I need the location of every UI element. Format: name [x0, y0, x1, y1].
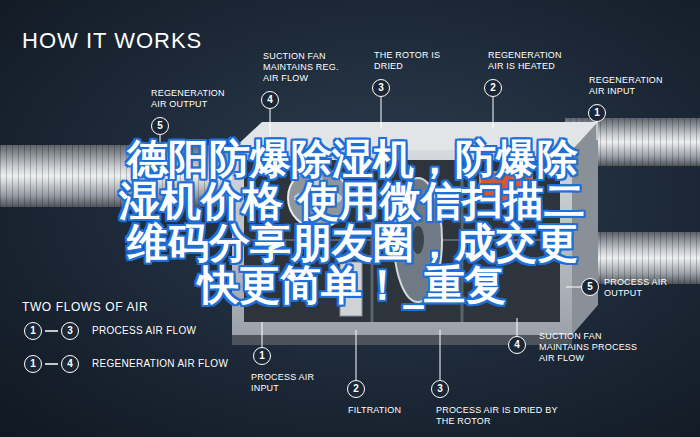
callout-circle: 1 — [24, 355, 42, 373]
callout-circle: REGENERATION AIR IS HEATED2 — [484, 79, 502, 97]
callout-number: 4 — [62, 356, 78, 371]
duct-ribs — [590, 232, 700, 284]
leader-line — [356, 330, 357, 380]
legend-dash — [45, 331, 58, 332]
callout-circle: 4 — [61, 355, 79, 373]
callout-number: 4 — [509, 337, 525, 352]
callout-caption: SUCTION FAN MAINTAINS PROCESS AIR FLOW — [539, 331, 651, 364]
connector-line — [45, 330, 58, 332]
callout-number: 2 — [348, 381, 364, 396]
callout-circle: 2FILTRATION — [347, 380, 365, 398]
leader-line — [517, 318, 518, 336]
callout-circle: THE ROTOR IS DRIED3 — [372, 79, 390, 97]
callout-caption: FILTRATION — [348, 405, 428, 416]
leader-line — [493, 97, 494, 128]
legend-dash — [45, 364, 58, 365]
callout-number: 5 — [582, 279, 598, 294]
callout-circle: 3PROCESS AIR IS DRIED BY THE ROTOR — [431, 380, 449, 398]
callout-number: 1 — [589, 105, 605, 120]
callout-caption: PROCESS AIR IS DRIED BY THE ROTOR — [436, 405, 566, 427]
right-lower-duct — [590, 232, 700, 284]
callout-circle: 1 — [24, 322, 42, 340]
callout-number: 3 — [62, 323, 78, 338]
legend-heading: TWO FLOWS OF AIR — [22, 300, 148, 314]
leader-line — [381, 97, 382, 128]
leader-line — [440, 330, 441, 380]
callout-circle: SUCTION FAN MAINTAINS REG. AIR FLOW4 — [261, 91, 279, 109]
connector-line — [45, 363, 58, 365]
watermark-text: 德阳防爆除湿机，防爆除湿机价格 使用微信扫描二维码分享朋友圈，成交更快更简单！_… — [117, 138, 587, 306]
callout-number: 5 — [152, 118, 168, 133]
callout-number: 3 — [373, 80, 389, 95]
callout-circle: REGENERATION AIR INPUT1 — [588, 104, 606, 122]
callout-circle: 1PROCESS AIR INPUT — [253, 347, 271, 365]
legend-text: PROCESS AIR FLOW — [92, 325, 196, 336]
callout-caption: REGENERATION AIR IS HEATED — [488, 50, 576, 72]
callout-caption: SUCTION FAN MAINTAINS REG. AIR FLOW — [263, 51, 347, 84]
callout-caption: THE ROTOR IS DRIED — [374, 50, 444, 72]
callout-number: 2 — [485, 80, 501, 95]
callout-circle: 5PROCESS AIR OUTPUT — [581, 278, 599, 296]
callout-circle: 4SUCTION FAN MAINTAINS PROCESS AIR FLOW — [508, 336, 526, 354]
callout-circle: 3 — [61, 322, 79, 340]
callout-number: 1 — [254, 348, 270, 363]
callout-number: 1 — [25, 356, 41, 371]
callout-caption: PROCESS AIR INPUT — [251, 372, 327, 394]
leader-line — [597, 122, 598, 140]
callout-number: 1 — [25, 323, 41, 338]
callout-number: 3 — [432, 381, 448, 396]
leader-line — [566, 287, 581, 288]
legend-text: REGENERATION AIR FLOW — [92, 358, 228, 369]
callout-caption: REGENERATION AIR OUTPUT — [151, 88, 239, 110]
leader-line — [262, 322, 263, 347]
callout-number: 4 — [262, 92, 278, 107]
callout-caption: PROCESS AIR OUTPUT — [604, 277, 688, 299]
callout-circle: REGENERATION AIR OUTPUT5 — [151, 117, 169, 135]
diagram-title: HOW IT WORKS — [22, 28, 202, 54]
callout-caption: REGENERATION AIR INPUT — [589, 75, 677, 97]
